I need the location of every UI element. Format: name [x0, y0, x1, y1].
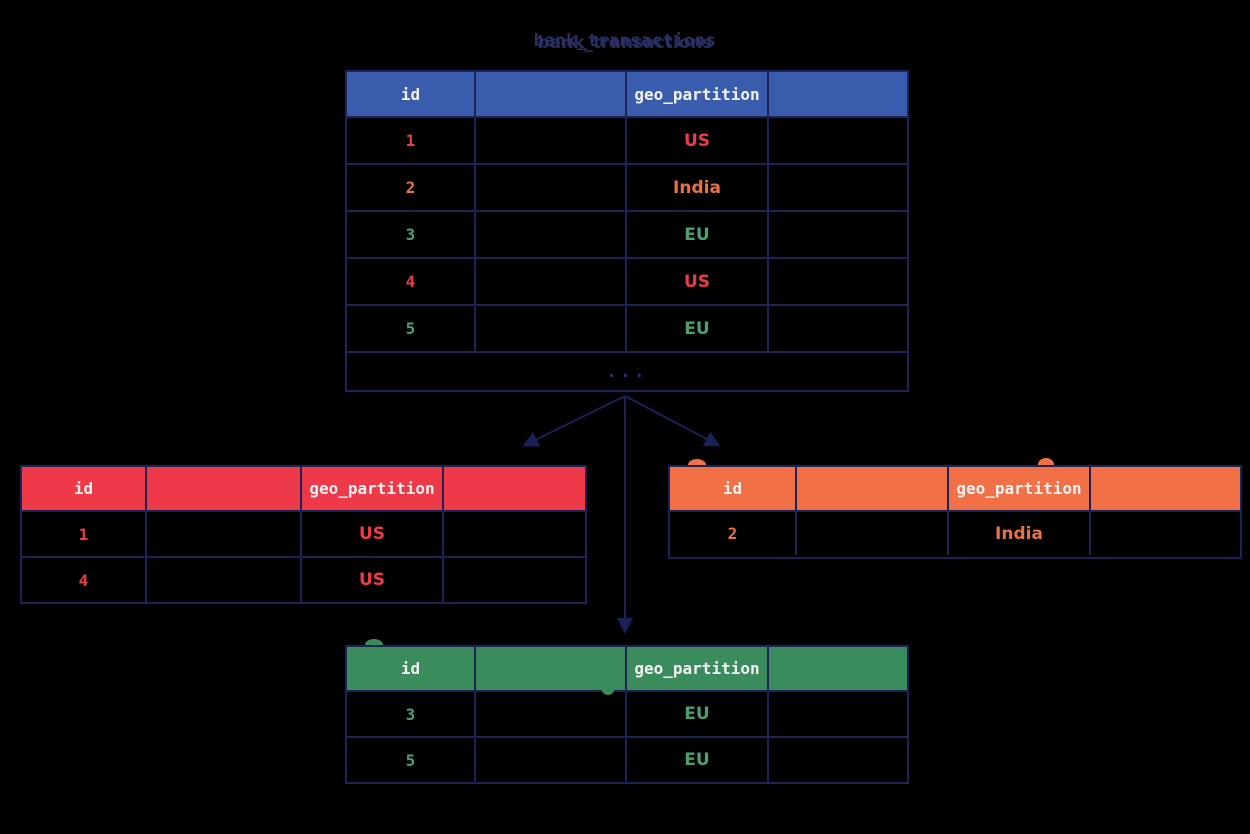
ellipsis-label: ... [606, 361, 648, 382]
table-cell: US [627, 259, 769, 304]
column-header-geo_partition: geo_partition [302, 467, 444, 510]
table-header-row: id geo_partition [670, 467, 1240, 512]
table-row: 4 US [22, 558, 585, 602]
table-row: 5 EU [347, 738, 907, 782]
table-cell [476, 118, 627, 163]
table-cell [147, 512, 302, 556]
table-cell [476, 259, 627, 304]
column-header-id: id [347, 72, 476, 116]
clipped-icon-orange-left [688, 459, 706, 465]
column-header-geo_partition: geo_partition [627, 72, 769, 116]
table-cell: US [302, 512, 444, 556]
table-cell: 1 [22, 512, 147, 556]
table-cell [476, 212, 627, 257]
clipped-icon-orange-right [1038, 458, 1054, 465]
table-header-row: id geo_partition [347, 647, 907, 692]
column-header-empty [476, 647, 627, 690]
table-cell: 4 [347, 259, 476, 304]
table-cell: 2 [670, 512, 797, 555]
ellipsis-row: ... [347, 353, 907, 390]
table-cell [769, 118, 907, 163]
table-cell [476, 165, 627, 210]
column-header-geo_partition: geo_partition [949, 467, 1091, 510]
table-cell [444, 512, 585, 556]
column-header-empty [444, 467, 585, 510]
table-cell [797, 512, 949, 555]
table-cell [147, 558, 302, 602]
table-cell [476, 738, 627, 782]
diagram-title: bank_transactions bank_transactions [345, 31, 905, 59]
table-cell [476, 306, 627, 351]
column-header-geo_partition: geo_partition [627, 647, 769, 690]
column-header-empty [476, 72, 627, 116]
table-cell: US [627, 118, 769, 163]
table-cell: 4 [22, 558, 147, 602]
table-row: 1 US [347, 118, 907, 165]
table-cell [769, 692, 907, 736]
table-cell: EU [627, 212, 769, 257]
clipped-icon-green-top [365, 639, 383, 645]
table-cell: 1 [347, 118, 476, 163]
table-cell: 2 [347, 165, 476, 210]
table-cell: 3 [347, 212, 476, 257]
table-cell: 5 [347, 738, 476, 782]
table-cell: 5 [347, 306, 476, 351]
table-cell: India [627, 165, 769, 210]
column-header-empty [147, 467, 302, 510]
table-cell: 3 [347, 692, 476, 736]
table-header-row: id geo_partition [347, 72, 907, 118]
diagram-title-ghost: bank_transactions [537, 33, 713, 53]
india-partition-table: id geo_partition 2 India [668, 465, 1242, 559]
column-header-id: id [347, 647, 476, 690]
column-header-empty [769, 72, 907, 116]
table-cell [444, 558, 585, 602]
table-cell [769, 738, 907, 782]
table-header-row: id geo_partition [22, 467, 585, 512]
arrow-to-us-partition [522, 395, 626, 447]
table-row: 3 EU [347, 212, 907, 259]
table-cell: US [302, 558, 444, 602]
table-row: 2 India [347, 165, 907, 212]
column-header-id: id [22, 467, 147, 510]
clipped-icon-green-tick [602, 690, 614, 695]
diagram-title-text: bank_transactions [533, 31, 717, 51]
table-cell [769, 306, 907, 351]
table-row: 2 India [670, 512, 1240, 555]
column-header-empty [769, 647, 907, 690]
table-row: 5 EU [347, 306, 907, 353]
table-cell [769, 212, 907, 257]
table-cell: EU [627, 306, 769, 351]
column-header-id: id [670, 467, 797, 510]
table-cell [476, 692, 627, 736]
table-cell: EU [627, 738, 769, 782]
arrow-to-india-partition [624, 395, 721, 447]
column-header-empty [797, 467, 949, 510]
table-cell: India [949, 512, 1091, 555]
table-cell [1091, 512, 1240, 555]
table-row: 1 US [22, 512, 585, 558]
column-header-empty [1091, 467, 1240, 510]
table-cell [769, 165, 907, 210]
table-row: 3 EU [347, 692, 907, 738]
table-cell [769, 259, 907, 304]
table-row: 4 US [347, 259, 907, 306]
table-cell: EU [627, 692, 769, 736]
